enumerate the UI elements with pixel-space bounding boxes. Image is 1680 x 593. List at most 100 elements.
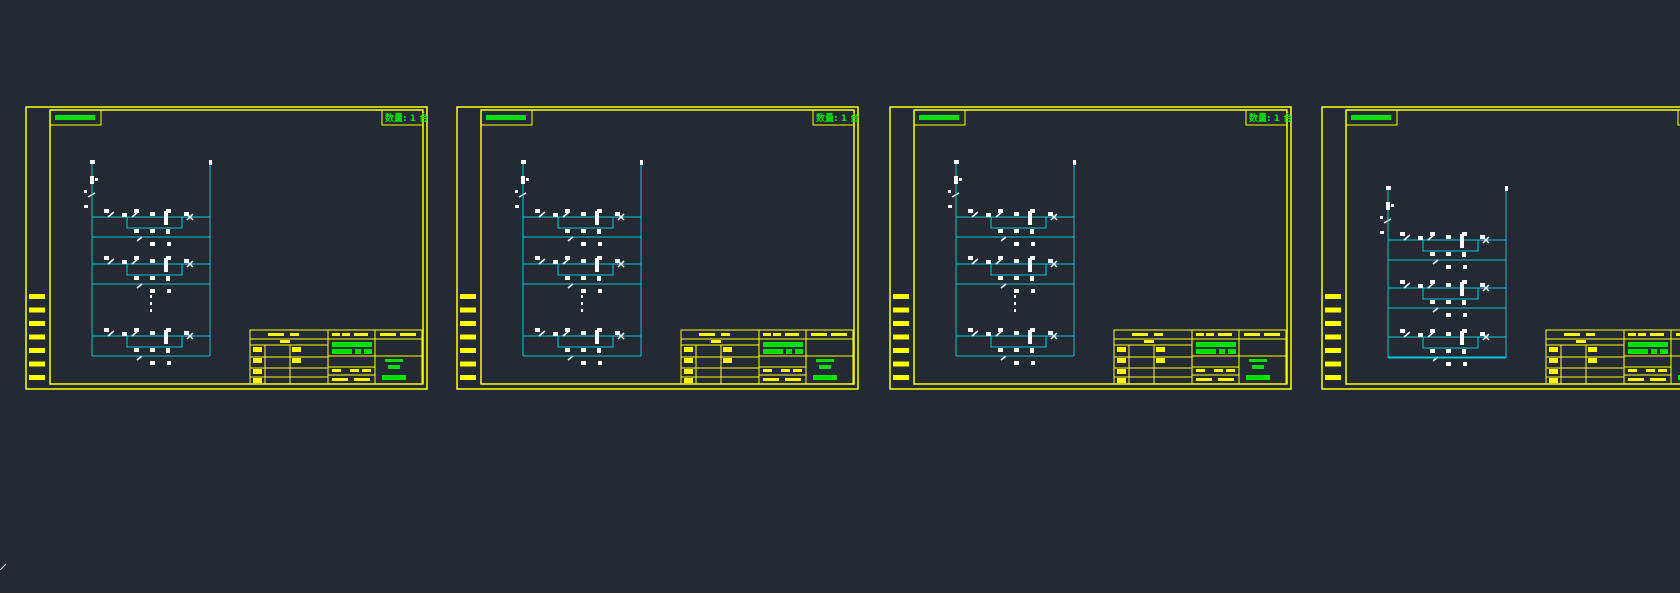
- component-label: [1014, 229, 1019, 233]
- component-label: [104, 209, 109, 213]
- sheet-outer-frame: [456, 106, 859, 390]
- component-label: [581, 259, 586, 263]
- title-block-text: [721, 333, 730, 336]
- parallel-branch: [990, 216, 1047, 229]
- revision-strip-cell: [460, 321, 476, 326]
- title-block: [680, 329, 854, 385]
- contact-symbol: [1403, 282, 1411, 289]
- circuit-rung-2: [92, 256, 210, 293]
- drawing-number-box: [49, 109, 102, 126]
- contact-symbol: [1000, 355, 1007, 361]
- component-label: [1014, 348, 1019, 352]
- title-block-text: [763, 378, 779, 381]
- revision-strip-cell: [29, 307, 45, 313]
- title-block-text: [292, 347, 301, 352]
- title-block-text: [793, 369, 802, 372]
- component-label: [122, 213, 127, 217]
- component-label: [1031, 242, 1035, 246]
- title-block-text: [280, 340, 290, 343]
- revision-strip-cell: [29, 294, 45, 299]
- title-block-text: [711, 340, 721, 343]
- component-label: [553, 260, 558, 264]
- cross-symbol: [617, 332, 625, 340]
- title-block: [249, 329, 423, 385]
- component-label: [1463, 362, 1467, 366]
- component-label: [1014, 276, 1019, 280]
- component-label: [998, 276, 1003, 280]
- component-label: [615, 212, 620, 216]
- component-label: [134, 328, 139, 332]
- title-block-text: [380, 333, 396, 336]
- coil-symbol: [1028, 330, 1032, 344]
- title-block-text: [723, 358, 732, 363]
- component-label: [1400, 280, 1405, 284]
- revision-strip-cell: [460, 334, 476, 340]
- component-label: [1048, 259, 1053, 263]
- component-label: [598, 361, 602, 365]
- component-label: [1446, 300, 1451, 304]
- component-label: [166, 209, 171, 213]
- cross-symbol: [1050, 213, 1058, 221]
- component-label: [1030, 209, 1035, 213]
- component-label: [150, 259, 155, 263]
- component-label: [1430, 280, 1435, 284]
- drawing-sheet-1[interactable]: 数量: 1 台: [25, 106, 428, 390]
- revision-strip-cell: [460, 361, 476, 367]
- cross-symbol: [186, 213, 194, 221]
- revision-strip-cell: [1325, 348, 1341, 353]
- component-label: [166, 229, 170, 234]
- contact-symbol: [995, 330, 1003, 337]
- revision-strip-cell: [460, 348, 476, 353]
- revision-strip-cell: [1325, 307, 1341, 313]
- component-label: [134, 348, 139, 352]
- sheet-outer-frame: [1321, 106, 1680, 390]
- contact-symbol: [1427, 331, 1435, 338]
- title-block-field: [1678, 375, 1680, 380]
- quantity-label: 数量: 1 台: [385, 112, 428, 124]
- revision-strip-cell: [893, 348, 909, 353]
- title-block-field: [1628, 342, 1668, 347]
- quantity-label: 数量: 1 台: [1249, 112, 1292, 124]
- title-block-text: [1117, 369, 1126, 374]
- component-label: [581, 331, 586, 335]
- title-block-text: [332, 333, 340, 336]
- component-label: [597, 229, 601, 234]
- drawing-sheet-3[interactable]: 数量: 1 台: [889, 106, 1292, 390]
- title-block-text: [1549, 358, 1558, 363]
- title-block: [1113, 329, 1287, 385]
- supply-label: [521, 160, 526, 164]
- title-block-text: [1586, 333, 1595, 336]
- circuit-rung-3: [1388, 329, 1506, 366]
- contact-symbol: [1403, 331, 1411, 338]
- revision-strip-cell: [29, 334, 45, 340]
- component-label: [1463, 313, 1467, 317]
- component-label: [535, 256, 540, 260]
- component-label: [1480, 235, 1485, 239]
- contact-symbol: [995, 211, 1003, 218]
- title-block-text: [1650, 333, 1664, 336]
- sheet-inner-frame: [913, 109, 1288, 385]
- supply-label: [1386, 186, 1391, 190]
- drawing-sheet-4[interactable]: 数量: 1 台: [1321, 106, 1680, 390]
- component-label: [166, 256, 171, 260]
- revision-strip-cell: [460, 307, 476, 313]
- title-block-text: [773, 333, 781, 336]
- title-block-field: [1660, 349, 1668, 354]
- title-block-text: [253, 358, 262, 363]
- drawing-sheet-2[interactable]: 数量: 1 台: [456, 106, 859, 390]
- component-label: [1463, 265, 1467, 269]
- contact-symbol: [567, 236, 574, 242]
- title-block-field: [1228, 349, 1236, 354]
- sheet-inner-frame: [480, 109, 855, 385]
- title-block-text: [1588, 358, 1597, 363]
- circuit-rung-2: [1388, 280, 1506, 317]
- title-block-field: [1196, 342, 1236, 347]
- coil-symbol: [1460, 331, 1464, 345]
- drawing-number-box: [480, 109, 533, 126]
- title-block-text: [831, 333, 847, 336]
- circuit-rung-1: [523, 209, 641, 246]
- circuit-rung-1: [92, 209, 210, 246]
- continuation-dot: [1014, 295, 1016, 298]
- component-label: [565, 209, 570, 213]
